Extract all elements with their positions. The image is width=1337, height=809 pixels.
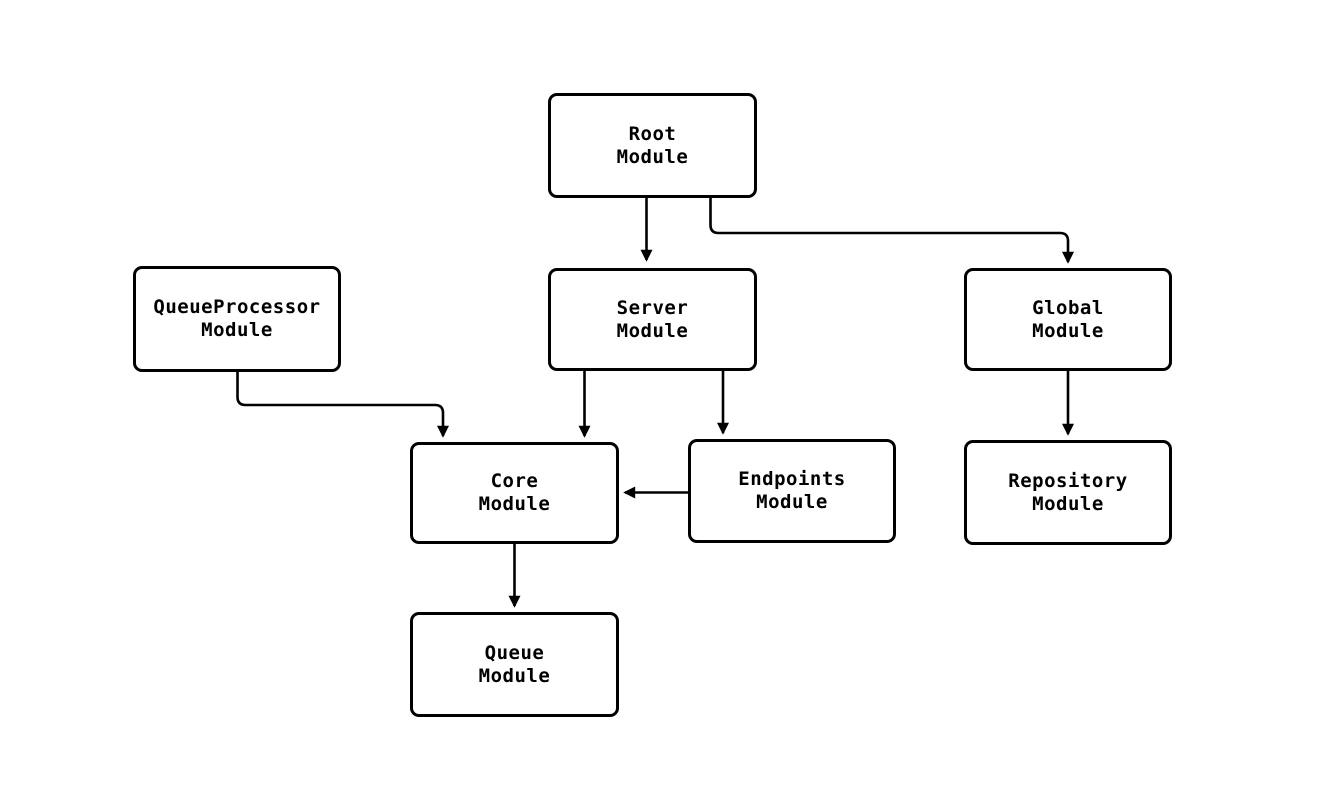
node-label-line: Endpoints	[738, 468, 846, 490]
node-label-line: Module	[616, 145, 689, 168]
edge-root-to-global	[709, 198, 1074, 264]
node-label-line: Root	[628, 122, 677, 145]
node-label-line: Module	[616, 319, 689, 342]
node-core-module: Core Module	[410, 442, 619, 544]
node-label-line: Core	[490, 470, 539, 492]
node-repository-module: Repository Module	[964, 440, 1172, 545]
node-label-line: Server	[616, 296, 689, 319]
node-label-line: Module	[478, 664, 551, 687]
node-label-line: Repository	[1008, 469, 1128, 492]
node-label-line: Module	[1032, 492, 1104, 515]
node-server-module: Server Module	[548, 268, 757, 371]
node-endpoints-module: Endpoints Module	[688, 439, 896, 543]
node-label-line: Module	[1032, 319, 1104, 342]
node-queueprocessor-module: QueueProcessor Module	[133, 266, 341, 372]
node-label-line: Module	[756, 491, 828, 513]
node-label-line: Module	[201, 319, 273, 341]
node-label-line: Global	[1032, 296, 1104, 319]
node-root-module: Root Module	[548, 93, 757, 198]
node-label-line: Queue	[484, 641, 545, 664]
node-label-line: Module	[478, 493, 551, 515]
node-queue-module: Queue Module	[410, 612, 619, 717]
node-label-line: QueueProcessor	[153, 296, 321, 318]
edge-queueprocessor-to-core	[236, 372, 449, 438]
node-global-module: Global Module	[964, 268, 1172, 371]
